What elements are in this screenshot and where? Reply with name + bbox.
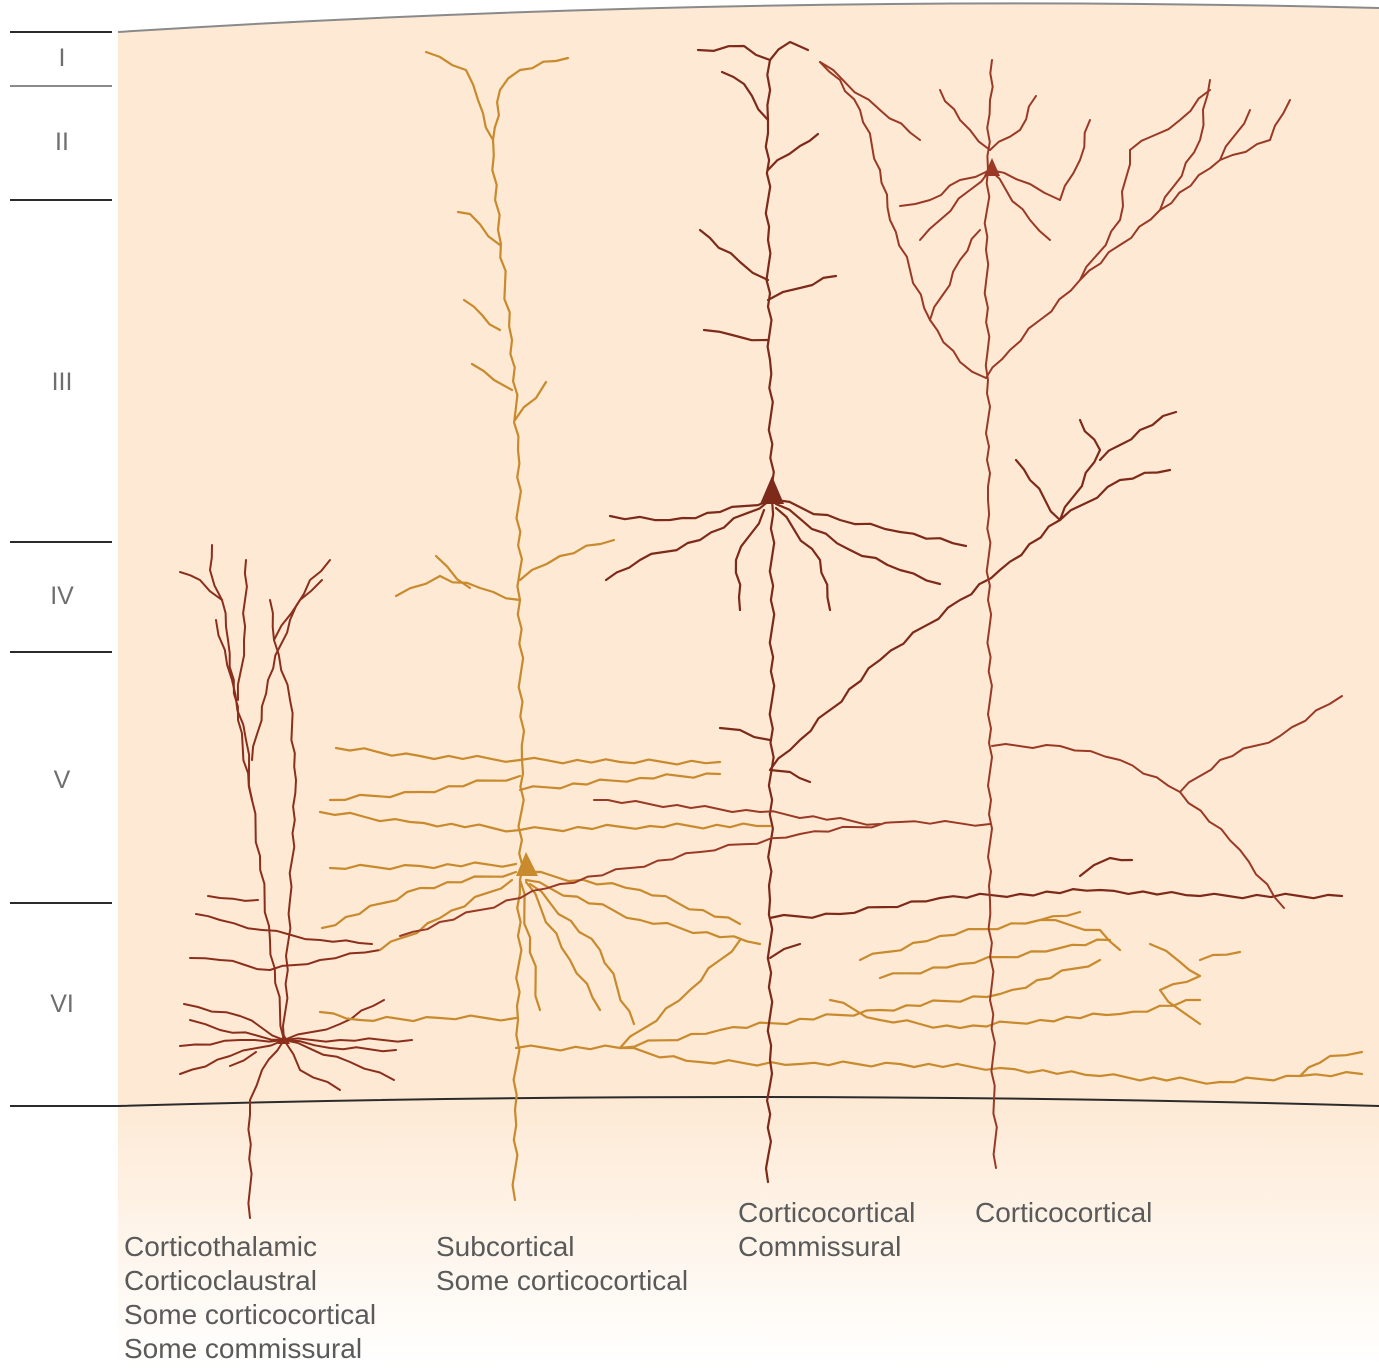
caption-line: Some corticocortical xyxy=(124,1298,376,1332)
layer-label-vi: VI xyxy=(32,990,92,1019)
caption-line: Corticoclaustral xyxy=(124,1264,376,1298)
layer-vi-neuron-caption: Corticothalamic Corticoclaustral Some co… xyxy=(124,1230,376,1366)
layer-label-iii: III xyxy=(32,368,92,397)
caption-line: Corticothalamic xyxy=(124,1230,376,1264)
layer-iii-neuron-caption: Corticocortical Commissural xyxy=(738,1196,915,1264)
caption-line: Subcortical xyxy=(436,1230,688,1264)
caption-line: Corticocortical xyxy=(975,1196,1152,1230)
layer-label-v: V xyxy=(32,766,92,795)
layer-ii-neuron-caption: Corticocortical xyxy=(975,1196,1152,1230)
caption-line: Some corticocortical xyxy=(436,1264,688,1298)
caption-line: Commissural xyxy=(738,1230,915,1264)
layer-label-i: I xyxy=(32,44,92,73)
caption-line: Some commissural xyxy=(124,1332,376,1366)
layer-label-iv: IV xyxy=(32,582,92,611)
layer-label-ii: II xyxy=(32,128,92,157)
caption-line: Corticocortical xyxy=(738,1196,915,1230)
layer-v-neuron-caption: Subcortical Some corticocortical xyxy=(436,1230,688,1298)
